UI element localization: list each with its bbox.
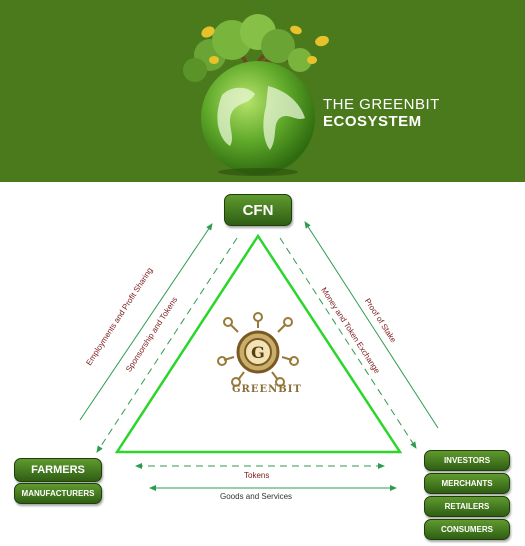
- node-retailers: RETAILERS: [424, 496, 510, 517]
- node-farmers: FARMERS: [14, 458, 102, 482]
- banner: THE GREENBIT ECOSYSTEM: [0, 0, 525, 182]
- edge-label-bottom-inner: Tokens: [244, 471, 270, 480]
- arrow-right-outer: [304, 221, 439, 429]
- center-logo-text: GREENBIT: [232, 384, 302, 395]
- greenbit-gear-logo-icon: G: [217, 312, 299, 387]
- node-manufacturers: MANUFACTURERS: [14, 483, 102, 504]
- edge-label-bottom-outer: Goods and Services: [220, 492, 293, 501]
- arrow-right-inner: [279, 237, 417, 449]
- node-merchants: MERCHANTS: [424, 473, 510, 494]
- node-investors: INVESTORS: [424, 450, 510, 471]
- banner-title-line2: ECOSYSTEM: [323, 113, 422, 130]
- globe-tree-icon: [183, 14, 329, 176]
- arrow-left-inner: [96, 237, 238, 453]
- node-consumers: CONSUMERS: [424, 519, 510, 540]
- main-triangle: [114, 233, 403, 454]
- ecosystem-diagram: G: [79, 221, 439, 491]
- node-cfn: CFN: [224, 194, 292, 226]
- arrow-left-outer: [79, 223, 213, 421]
- banner-title-line1: THE GREENBIT: [323, 96, 440, 113]
- svg-text:G: G: [251, 343, 265, 362]
